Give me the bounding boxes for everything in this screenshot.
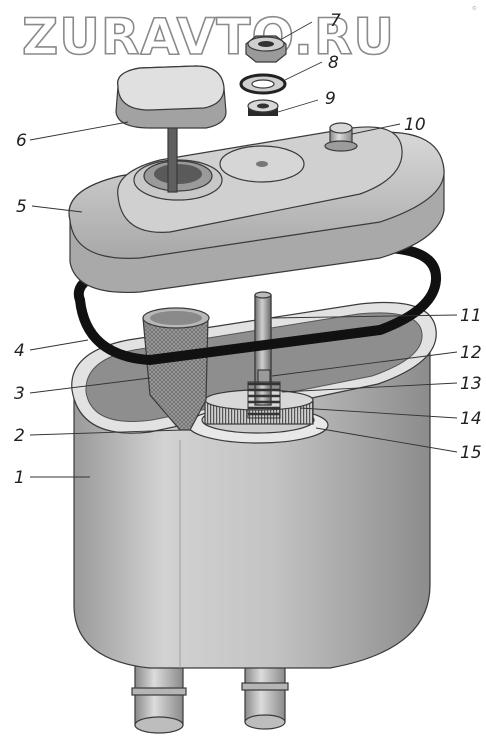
washer bbox=[239, 73, 287, 95]
callout-9: 9 bbox=[325, 89, 336, 109]
leader-lines bbox=[29, 21, 458, 478]
callouts: 1 2 3 4 5 6 7 8 9 10 11 12 13 14 15 bbox=[14, 11, 482, 488]
callout-12: 12 bbox=[460, 343, 482, 363]
callout-4: 4 bbox=[14, 341, 25, 361]
callout-10: 10 bbox=[404, 115, 426, 135]
callout-7: 7 bbox=[330, 11, 341, 31]
watermark-text: ZURAVTO.RU bbox=[22, 8, 395, 66]
spring bbox=[247, 381, 281, 419]
callout-14: 14 bbox=[460, 409, 482, 429]
callout-3: 3 bbox=[14, 384, 25, 404]
filler-cap bbox=[115, 65, 227, 193]
callout-11: 11 bbox=[460, 306, 482, 326]
nut bbox=[245, 35, 287, 63]
outlet-pipe-right bbox=[241, 659, 289, 730]
callout-5: 5 bbox=[16, 197, 27, 217]
callout-13: 13 bbox=[460, 374, 482, 394]
filter-element bbox=[204, 389, 314, 425]
seal-ring bbox=[247, 99, 279, 116]
mesh-strainer bbox=[142, 307, 210, 431]
callout-15: 15 bbox=[460, 443, 482, 463]
housing bbox=[71, 301, 437, 734]
callout-6: 6 bbox=[16, 131, 27, 151]
corner-mark: © bbox=[472, 5, 477, 12]
callout-1: 1 bbox=[14, 468, 25, 488]
callout-8: 8 bbox=[328, 53, 339, 73]
callout-2: 2 bbox=[14, 426, 25, 446]
outlet-pipe-left bbox=[131, 664, 187, 734]
valve-plug bbox=[324, 122, 358, 152]
cover bbox=[68, 126, 445, 294]
